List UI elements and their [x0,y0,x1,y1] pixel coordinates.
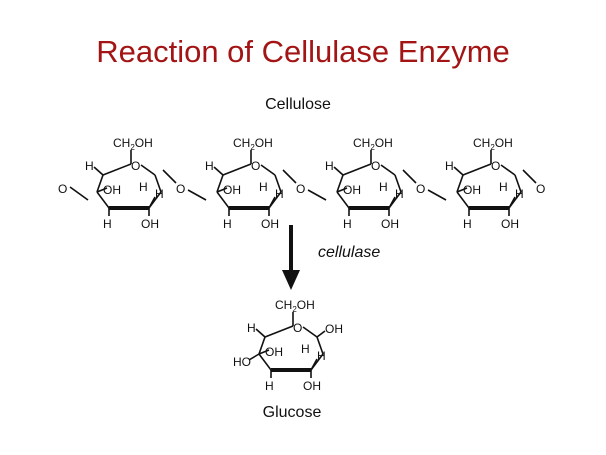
ch2oh-label: CH2OH [473,136,513,152]
glucose-unit-4: CH2OH O H OH H H H OH [445,136,524,231]
glucose-unit-1: CH2OH O H OH H H H OH [85,136,164,231]
oh-bottom: OH [501,217,519,231]
oh-left: OH [463,183,481,197]
h-top: H [445,159,454,173]
cellulose-chain [69,169,537,201]
ch2oh-label: CH2OH [233,136,273,152]
glucose-h-top-left: H [247,321,256,335]
h-right: H [395,187,404,201]
bridge-bond-3a [402,169,417,184]
oh-bottom: OH [261,217,279,231]
glucose-oh-bottom: OH [303,379,321,393]
bridge-oxygen-1: O [176,182,185,196]
slide-title: Reaction of Cellulase Enzyme [96,34,510,69]
oh-left: OH [103,183,121,197]
bridge-oxygen-left-end: O [58,182,67,196]
glucose-label: Glucose [263,404,322,421]
glucose-h-bottom: H [265,379,274,393]
glucose-oh-left: OH [265,345,283,359]
bridge-oxygen-right-end: O [536,182,545,196]
h-bottom: H [343,217,352,231]
h-top: H [85,159,94,173]
bridge-oxygen-3: O [416,182,425,196]
glucose-ring-oxygen: O [293,321,302,335]
oh-bottom: OH [141,217,159,231]
enzyme-label: cellulase [318,244,380,261]
h-bottom: H [463,217,472,231]
oh-left: OH [343,183,361,197]
h-mid: H [139,180,148,194]
bridge-bond-1b [187,189,207,201]
ch2oh-label: CH2OH [353,136,393,152]
glucose-ho-left: HO [233,355,251,369]
ring-oxygen: O [491,159,500,173]
h-top: H [205,159,214,173]
h-bottom: H [103,217,112,231]
ring-oxygen: O [371,159,380,173]
glucose-ch2oh: CH2OH [275,298,315,314]
glucose-oh-right: OH [325,322,343,336]
ch2oh-label: CH2OH [113,136,153,152]
cellulose-bridge-oxygens: O O O O O [58,182,545,196]
bridge-bond-2a [282,169,297,184]
glucose-h-mid: H [301,342,310,356]
glucose-product: CH2OH O OH H OH H H HO H OH [233,298,343,393]
glucose-h-right: H [317,349,326,363]
bridge-oxygen-2: O [296,182,305,196]
h-mid: H [499,180,508,194]
oh-bottom: OH [381,217,399,231]
h-right: H [275,187,284,201]
ring-oxygen: O [131,159,140,173]
h-bottom: H [223,217,232,231]
bridge-bond-3b [427,189,447,201]
bridge-bond-1a [162,169,177,184]
reaction-arrow [282,225,300,290]
glucose-unit-2: CH2OH O H OH H H H OH [205,136,284,231]
cellulose-label: Cellulose [265,96,331,113]
glucose-unit-3: CH2OH O H OH H H H OH [325,136,404,231]
h-mid: H [259,180,268,194]
oh-left: OH [223,183,241,197]
bridge-bond-left-end [69,186,89,201]
bridge-bond-2b [307,189,327,201]
h-right: H [155,187,164,201]
h-top: H [325,159,334,173]
h-mid: H [379,180,388,194]
h-right: H [515,187,524,201]
ring-oxygen: O [251,159,260,173]
bridge-bond-right-end [522,169,537,184]
